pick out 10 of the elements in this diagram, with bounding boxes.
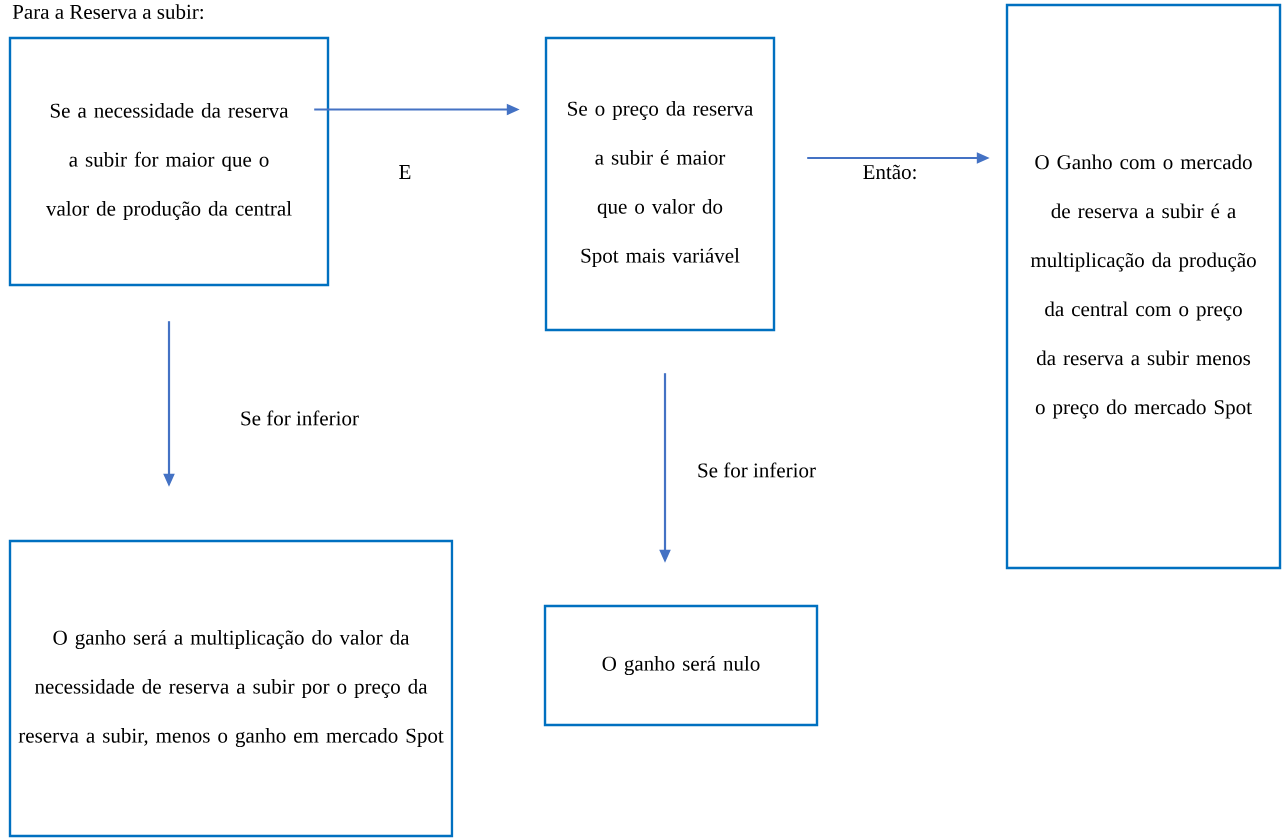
edge-label: E	[399, 165, 411, 179]
text-box: O Ganho com o mercado de reserva a subir é a multiplicação da produção da central com o preço da reserva a subir menos o preço do mercado Spot	[1005, 3, 1282, 570]
text-box: O ganho será nulo	[543, 604, 819, 727]
text-box: Se a necessidade da reserva a subir for maior que o valor de produção da central	[8, 36, 330, 287]
edge-label: Então:	[863, 164, 916, 180]
edge-label: Se for inferior	[241, 410, 359, 426]
title: Para a Reserva a subir:	[12, 4, 203, 20]
text-box: Se o preço da reserva a subir é maior que o valor do Spot mais variável	[544, 36, 776, 332]
edge-label: Se for inferior	[698, 462, 816, 478]
text-box: O ganho será a multiplicação do valor da necessidade de reserva a subir por o preço da reserva a subir, menos o ganho em mercado Spot	[8, 539, 454, 838]
